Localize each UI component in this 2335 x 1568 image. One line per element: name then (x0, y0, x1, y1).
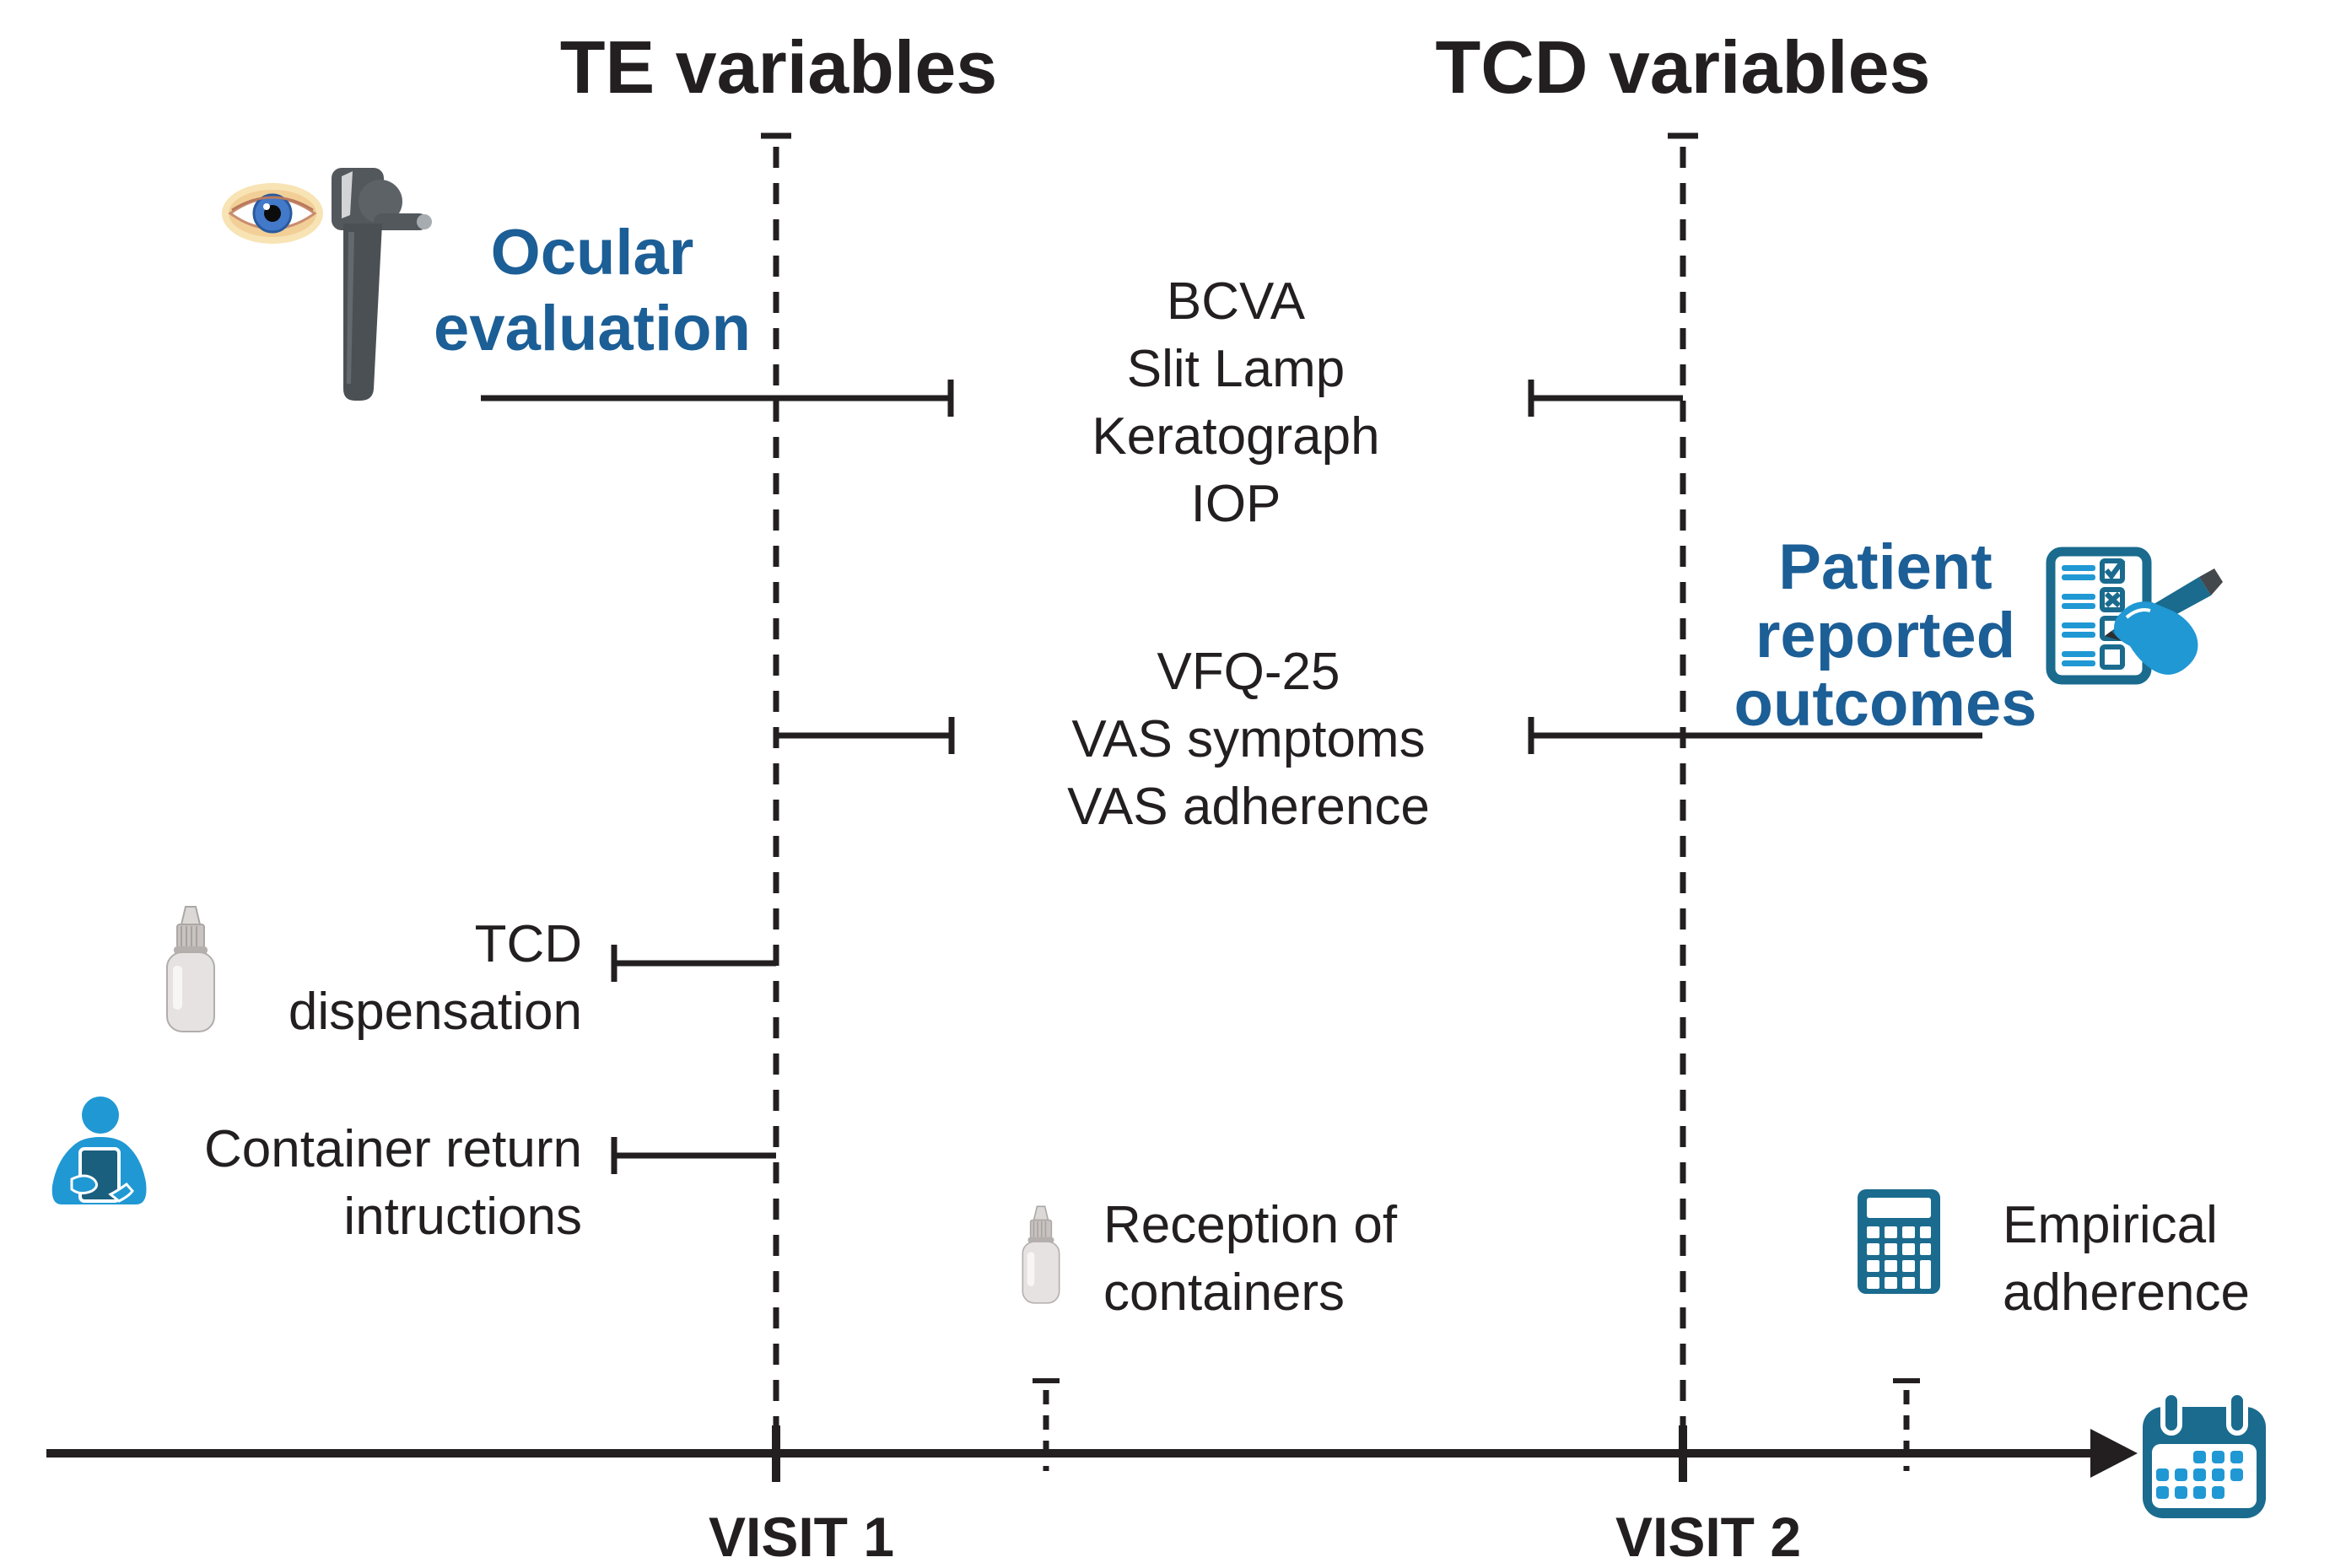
slit-lamp-icon (332, 168, 432, 401)
questionnaire-hand-icon (2046, 547, 2223, 685)
container-return-line2: intructions (343, 1188, 582, 1246)
eye-icon (222, 183, 323, 244)
patient-reported-outcomes-label: Patient reported outcomes (1734, 533, 2037, 738)
reception-line1: Reception of (1103, 1196, 1398, 1254)
time-axis-arrowhead (2090, 1429, 2138, 1478)
visit2-label: VISIT 2 (1615, 1503, 1801, 1568)
calendar-day-dots (2156, 1451, 2243, 1499)
te-variables-text: TE variables (559, 25, 998, 109)
pro-line2: reported (1755, 600, 2016, 671)
checklist-rows (2062, 565, 2095, 666)
tcd-variables-text: TCD variables (1435, 25, 1931, 109)
ocular-variables-list: BCVA Slit Lamp Keratograph IOP (1092, 268, 1379, 538)
hand-with-pen (2105, 568, 2223, 675)
calculator-keys (1867, 1226, 1931, 1289)
variable-vas-adherence: VAS adherence (1067, 778, 1430, 836)
variable-iop: IOP (1190, 475, 1281, 533)
visit2-text: VISIT 2 (1615, 1506, 1802, 1568)
empirical-line2: adherence (2003, 1264, 2251, 1322)
variable-bcva: BCVA (1166, 272, 1306, 331)
pro-variables-list: VFQ-25 VAS symptoms VAS adherence (1067, 639, 1430, 841)
reception-of-containers-label: Reception of containers (1103, 1192, 1397, 1327)
eye-and-slit-lamp-icon (222, 168, 432, 401)
tcd-variables-title: TCD variables (1436, 25, 1931, 110)
calculator-icon (1858, 1189, 1940, 1294)
container-return-label: Container return intructions (204, 1116, 582, 1251)
ocular-evaluation-line2: evaluation (434, 293, 751, 364)
empirical-line1: Empirical (2003, 1196, 2218, 1254)
variable-vfq25: VFQ-25 (1157, 643, 1340, 701)
pro-line1: Patient (1778, 531, 1993, 603)
visit1-text: VISIT 1 (708, 1506, 895, 1568)
tcd-dispensation-line1: TCD (474, 915, 582, 973)
tcd-dispensation-label: TCD dispensation (289, 911, 582, 1046)
eyedrop-bottle-icon (166, 906, 215, 1032)
variable-slit-lamp: Slit Lamp (1126, 340, 1345, 398)
visit1-label: VISIT 1 (709, 1503, 894, 1568)
ocular-evaluation-label: Ocular evaluation (434, 215, 751, 367)
reception-line2: containers (1103, 1264, 1345, 1322)
empirical-adherence-label: Empirical adherence (2003, 1192, 2250, 1327)
tcd-dispensation-line2: dispensation (288, 983, 582, 1041)
check-mark (2104, 558, 2126, 580)
variable-keratograph: Keratograph (1092, 407, 1380, 466)
person-with-tablet-icon (51, 1097, 147, 1204)
ocular-evaluation-line1: Ocular (490, 217, 694, 288)
te-variables-title: TE variables (560, 25, 998, 110)
container-return-line1: Container return (203, 1120, 582, 1178)
variable-vas-symptoms: VAS symptoms (1071, 710, 1426, 768)
cross-mark (2104, 591, 2122, 608)
calendar-icon (2143, 1390, 2266, 1518)
eyedrop-bottle-icon (1022, 1205, 1060, 1304)
pro-line3: outcomes (1734, 668, 2037, 740)
